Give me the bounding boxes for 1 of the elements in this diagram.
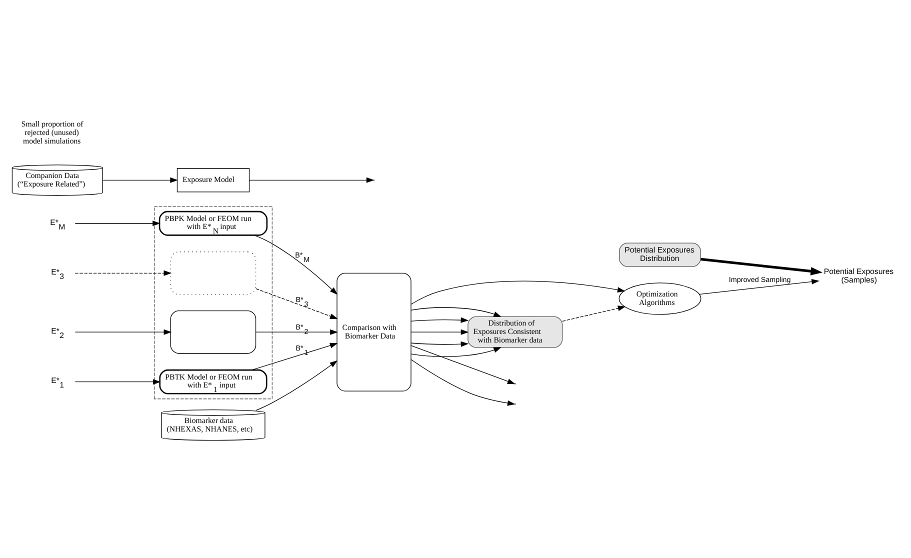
edge-label: Improved Sampling [728, 275, 790, 284]
